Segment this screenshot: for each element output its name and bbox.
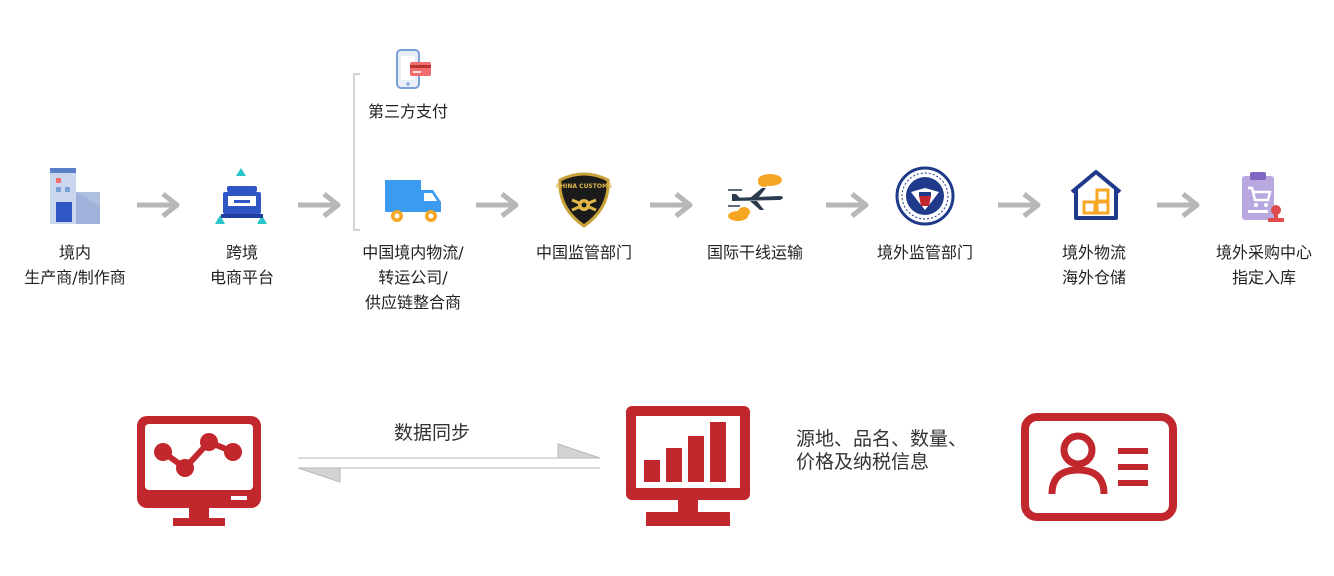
payment-label: 第三方支付 [368,102,449,121]
node-purchasing-label: 境外采购中心 指定入库 [1179,240,1334,290]
label-line: 中国境内物流/ [362,243,464,262]
flow-arrow-1 [137,192,180,218]
flow-arrow-4 [650,192,693,218]
payment-icon [393,48,433,92]
factory-icon [50,168,100,224]
node-ecommerce-icon [211,166,271,226]
label-line: 境外物流 [1061,243,1126,262]
node-china-customs-icon: CHINA CUSTOMS [554,170,614,230]
flow-arrow-5 [826,192,869,218]
info-line: 价格及纳税信息 [796,451,930,473]
label-line: 境外采购中心 [1215,243,1312,262]
node-china-customs-label: 中国监管部门 [499,240,669,265]
flow-arrow-3 [476,192,519,218]
homeland-security-seal-icon [895,166,955,226]
label-line: 生产商/制作商 [24,268,126,287]
label-line: 供应链整合商 [364,293,461,312]
label-line: 国际干线运输 [706,243,803,262]
bar-chart-monitor-icon [626,406,750,526]
info-label: 源地、品名、数量、 价格及纳税信息 [796,428,967,474]
info-line: 源地、品名、数量、 [796,428,968,450]
id-card-icon [1021,413,1177,521]
node-freight-label: 国际干线运输 [670,240,840,265]
node-ecommerce-label: 跨境 电商平台 [157,240,327,290]
label-line: 境外监管部门 [876,243,973,262]
label-line: 转运公司/ [378,268,448,287]
china-customs-badge-icon: CHINA CUSTOMS [556,172,613,228]
node-manufacturer-icon [44,166,104,226]
sync-label: 数据同步 [394,422,471,444]
node-manufacturer-label: 境内 生产商/制作商 [0,240,160,290]
node-logistics-label: 中国境内物流/ 转运公司/ 供应链整合商 [328,240,498,315]
label-line: 中国监管部门 [535,243,632,262]
flow-arrow-2 [298,192,341,218]
customs-badge-text: CHINA CUSTOMS [556,183,613,190]
analytics-monitor-icon [137,416,261,526]
node-purchasing-icon [1236,168,1296,228]
node-warehouse-label: 境外物流 海外仓储 [1009,240,1179,290]
payment-bracket [353,73,360,231]
airplane-icon [728,174,783,221]
label-line: 跨境 [225,243,258,262]
node-freight-icon [726,168,786,228]
mobile-payment-icon [396,49,431,89]
clipboard-cart-icon [1242,172,1284,222]
sync-arrows [297,443,601,483]
label-line: 指定入库 [1231,268,1296,287]
label-line: 境内 [58,243,91,262]
node-foreign-regulator-icon [895,166,955,226]
ecommerce-platform-icon [215,168,267,224]
label-line: 海外仓储 [1061,268,1126,287]
flow-arrow-6 [998,192,1041,218]
flow-arrow-7 [1157,192,1200,218]
delivery-truck-icon [385,180,441,222]
node-foreign-regulator-label: 境外监管部门 [840,240,1010,265]
node-warehouse-icon [1066,168,1126,228]
label-line: 电商平台 [209,268,274,287]
warehouse-icon [1070,170,1122,220]
node-logistics-icon [383,176,443,236]
